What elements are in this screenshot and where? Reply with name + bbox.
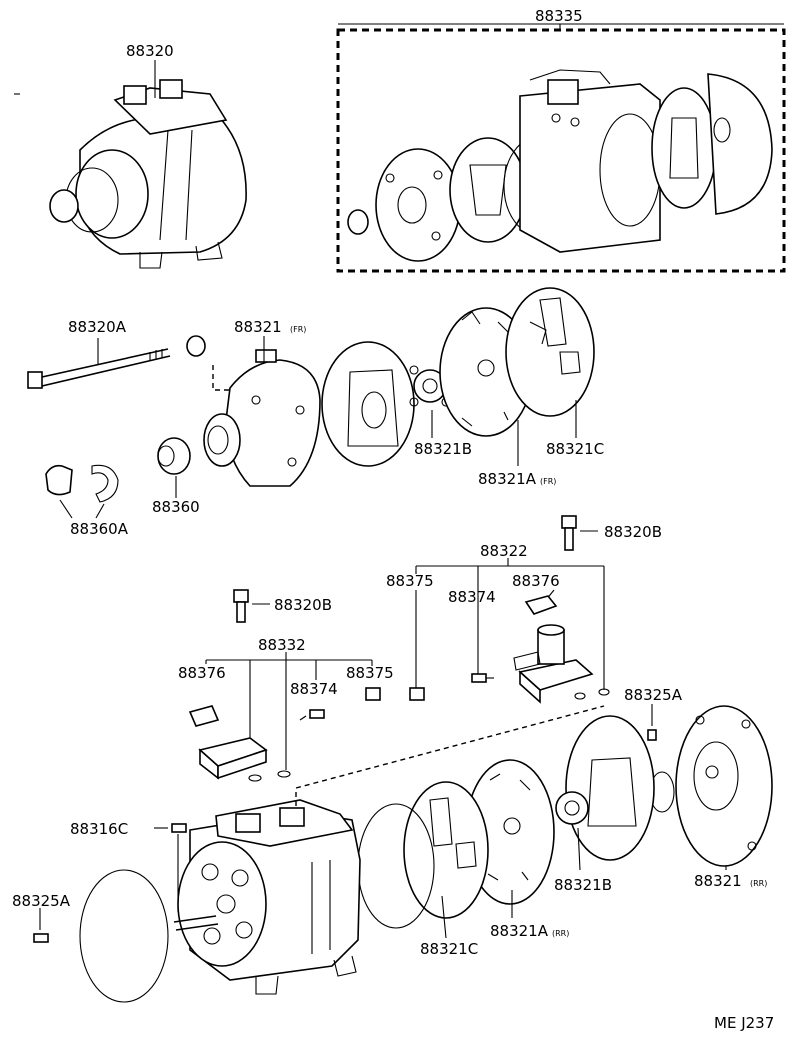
label-88360: 88360 [152,498,200,516]
label-88321B-bot: 88321B [554,876,612,894]
label-88320B-left: 88320B [274,596,332,614]
label-88320: 88320 [126,42,174,60]
cap-88375-left [365,687,381,701]
reed-valve-88321B-front [409,365,451,407]
label-88321-rr-sub: (RR) [750,879,767,888]
valve-core-88374-left [299,709,325,721]
label-88325A-left: 88325A [12,892,71,910]
reed-valve-88321B-rear [555,791,589,825]
cap-88375-right [409,687,425,701]
gasket-plate-rear [565,715,655,861]
label-88332: 88332 [258,636,306,654]
label-88321C-bot: 88321C [420,940,478,958]
label-88325A-right: 88325A [624,686,683,704]
pin-88316C [171,823,187,833]
label-88374-left: 88374 [290,680,338,698]
label-88321C-top: 88321C [546,440,604,458]
label-88321A-top-sub: (FR) [540,477,556,486]
label-88375-right: 88375 [386,572,434,590]
pin-88325A-left [33,933,49,943]
label-88320B-right: 88320B [604,523,662,541]
compressor-assembly-88320 [49,79,247,269]
label-88320A: 88320A [68,318,127,336]
label-88375-left: 88375 [346,664,394,682]
diagram-code: ME J237 [714,1014,774,1032]
label-88360A: 88360A [70,520,129,538]
label-88322: 88322 [480,542,528,560]
label-88335: 88335 [535,7,583,25]
label-88321-fr-sub: (FR) [290,325,306,334]
label-88374-right: 88374 [448,588,496,606]
assembly-88335-box [336,23,786,273]
label-88321A-top: 88321A [478,470,537,488]
valve-core-88374-right [471,673,494,683]
front-head-88321 [203,349,321,487]
nut-part [186,335,206,357]
through-bolt-88320A [27,348,171,389]
label-88321B-top: 88321B [414,440,472,458]
pin-88325A-right [647,729,657,741]
service-valve-88332 [188,705,291,782]
service-valve-88322 [513,595,610,704]
bolt-88320B-right [561,515,577,551]
label-88321-fr: 88321 [234,318,282,336]
label-88316C: 88316C [70,820,128,838]
large-o-ring [79,869,169,1003]
label-88376-left: 88376 [178,664,226,682]
bolt-88320B-left [233,589,249,623]
gasket-plate-front [321,341,415,467]
seal-plate-88360A [45,464,119,503]
label-88321A-bot: 88321A [490,922,549,940]
rear-head-88321 [675,705,773,867]
compressor-body [173,799,361,995]
label-88376-right: 88376 [512,572,560,590]
reed-valve-88321C-front [505,287,595,417]
label-88321A-bot-sub: (RR) [552,929,569,938]
reed-valve-88321C-rear [403,781,489,919]
label-88321-rr: 88321 [694,872,742,890]
shaft-seal-88360 [157,437,191,475]
